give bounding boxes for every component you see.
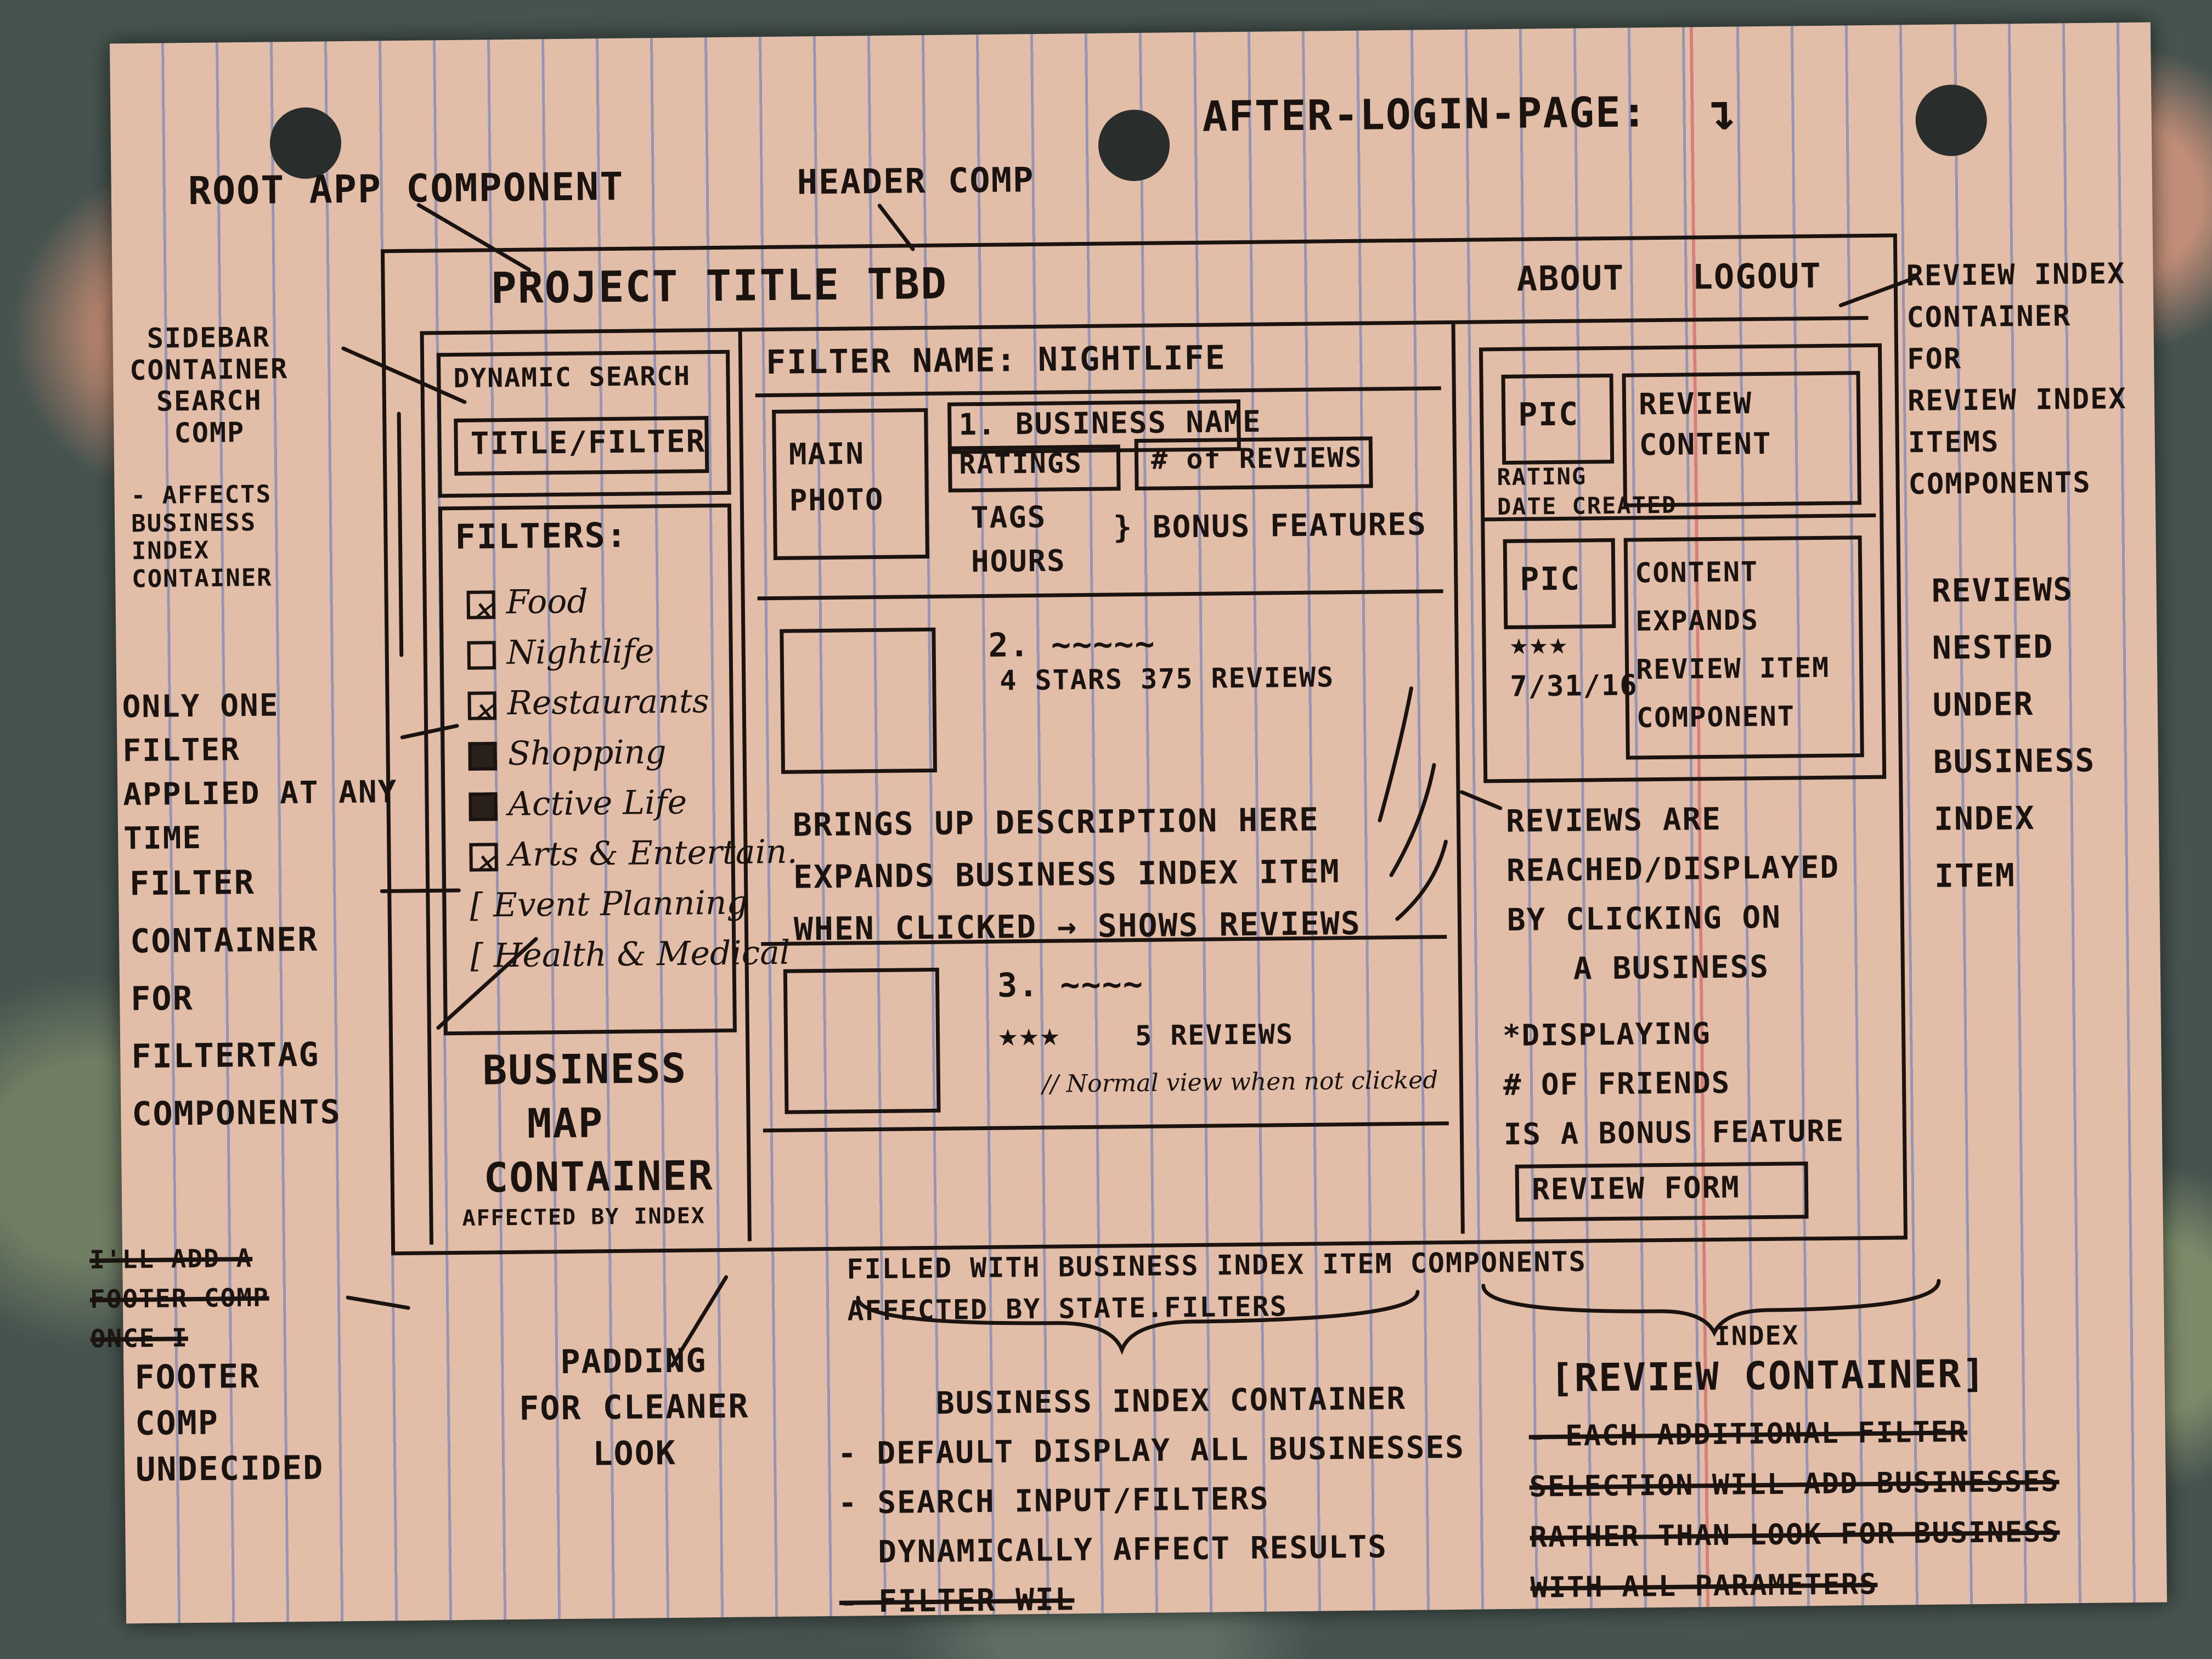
padding-arrow-icon	[670, 1275, 729, 1368]
expand-arrow-icon-3	[1395, 839, 1448, 921]
one-filter-arrow-icon	[400, 724, 459, 740]
expand-arrow-icon-2	[1389, 763, 1436, 877]
filtertag-arrow-icon	[436, 937, 538, 1030]
review-index-arrow-icon	[1838, 275, 1920, 308]
annotation-arrows	[341, 203, 1941, 1368]
business-index-brace-icon	[856, 1290, 1420, 1355]
notebook-paper: AFTER-LOGIN-PAGE: ↴ ROOT APP COMPONENT H…	[89, 22, 2167, 1624]
expand-arrow-icon-1	[1378, 686, 1413, 822]
filter-container-arrow-icon	[380, 888, 461, 893]
header-arrow-icon	[877, 204, 915, 251]
review-index-brace-icon	[1481, 1279, 1941, 1337]
affects-arrow-icon	[397, 411, 404, 657]
reached-arrow-icon	[1459, 790, 1503, 810]
root-arrow-icon	[416, 203, 531, 272]
sidebar-arrow-icon	[341, 346, 467, 404]
footer-arrow-icon	[346, 1295, 410, 1310]
